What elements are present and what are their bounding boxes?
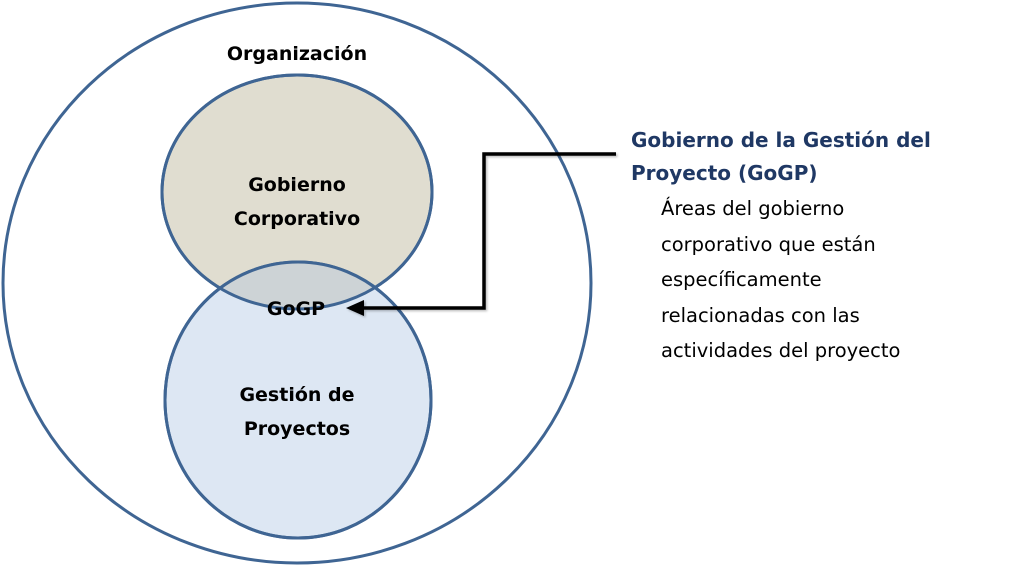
callout-line: relacionadas con las bbox=[661, 303, 860, 327]
arrowhead-icon bbox=[346, 300, 364, 316]
project-management-label: Gestión de Proyectos bbox=[197, 378, 397, 446]
corporate-governance-label: Gobierno Corporativo bbox=[197, 168, 397, 236]
callout-title-line2: Proyecto (GoGP) bbox=[631, 161, 818, 185]
callout-line: Áreas del gobierno bbox=[661, 197, 845, 220]
connector-arrow bbox=[346, 152, 616, 316]
corporate-governance-label-line1: Gobierno bbox=[248, 174, 346, 196]
corporate-governance-label-line2: Corporativo bbox=[233, 208, 361, 230]
callout-line: específicamente bbox=[661, 268, 822, 291]
callout-description: Áreas del gobierno corporativo que están… bbox=[661, 191, 1011, 369]
callout-title-line1: Gobierno de la Gestión del bbox=[631, 128, 931, 152]
callout-line: corporativo que están bbox=[661, 232, 876, 256]
project-management-label-line1: Gestión de bbox=[239, 384, 355, 406]
organization-label: Organización bbox=[226, 43, 368, 65]
gogp-label: GoGP bbox=[266, 298, 326, 320]
callout-line: actividades del proyecto bbox=[661, 339, 901, 362]
callout-title: Gobierno de la Gestión del Proyecto (GoG… bbox=[631, 124, 1011, 190]
project-management-label-line2: Proyectos bbox=[243, 418, 351, 440]
